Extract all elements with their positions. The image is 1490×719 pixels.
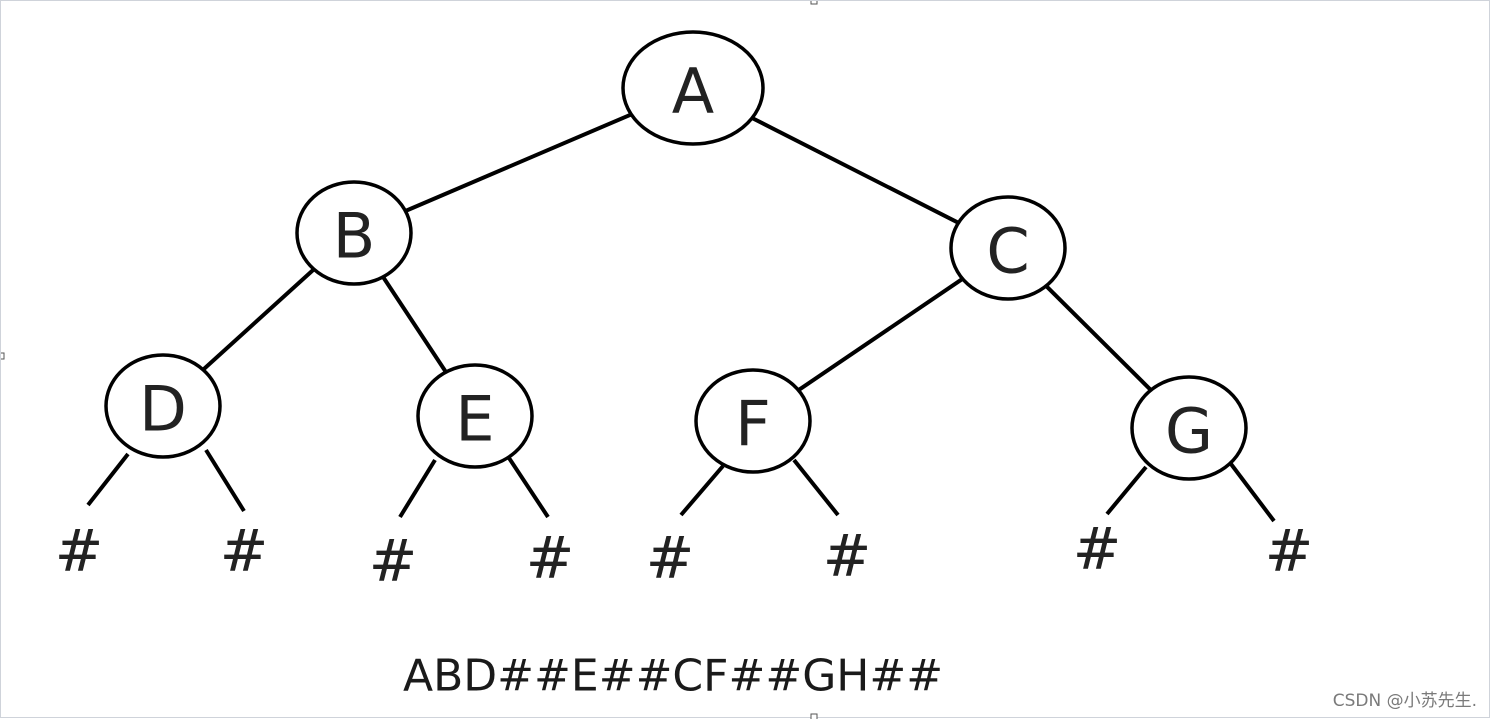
node-label-g: G	[1165, 395, 1213, 468]
node-circle-c	[949, 195, 1067, 301]
edge-c-g	[1044, 284, 1153, 392]
tree-edges	[201, 112, 1153, 392]
null-child-edges	[86, 448, 1276, 523]
node-e: E	[416, 363, 534, 469]
resize-handle-left[interactable]	[1, 352, 5, 360]
null-marker-g-right: #	[1265, 517, 1314, 585]
watermark: CSDN @小苏先生.	[1333, 691, 1477, 711]
edge-a-c	[751, 116, 960, 225]
null-edge-e-left	[398, 458, 437, 519]
tree-nodes: A B C D E F G	[104, 30, 1248, 481]
node-label-a: A	[672, 55, 714, 128]
node-label-f: F	[735, 388, 771, 461]
node-g: G	[1130, 375, 1248, 481]
null-edge-g-left	[1105, 465, 1148, 516]
resize-handle-top[interactable]	[810, 1, 818, 5]
node-circle-b	[295, 180, 413, 286]
edge-b-e	[381, 275, 448, 374]
node-c: C	[949, 195, 1067, 301]
node-label-d: D	[139, 373, 187, 446]
null-marker-e-left: #	[369, 527, 418, 595]
null-marker-f-right: #	[823, 522, 872, 590]
null-markers: # # # # # # # #	[55, 515, 1314, 595]
null-edge-d-right	[204, 448, 246, 513]
node-label-c: C	[986, 215, 1029, 288]
node-d: D	[104, 353, 222, 459]
null-edge-f-right	[792, 458, 840, 517]
edge-c-f	[797, 277, 964, 392]
node-circle-g	[1130, 375, 1248, 481]
null-marker-d-left: #	[55, 517, 104, 585]
node-circle-e	[416, 363, 534, 469]
node-circle-a	[621, 30, 765, 146]
node-circle-f	[694, 368, 812, 474]
node-f: F	[694, 368, 812, 474]
node-label-b: B	[333, 200, 376, 273]
node-label-e: E	[455, 383, 494, 456]
null-edge-f-left	[679, 464, 725, 517]
null-marker-e-right: #	[526, 524, 575, 592]
node-circle-d	[104, 353, 222, 459]
node-b: B	[295, 180, 413, 286]
null-edge-g-right	[1229, 462, 1276, 523]
null-marker-f-left: #	[646, 524, 695, 592]
null-marker-d-right: #	[220, 517, 269, 585]
preorder-sequence: ABD##E##CF##GH##	[403, 651, 943, 702]
null-marker-g-left: #	[1073, 515, 1122, 583]
edge-a-b	[404, 112, 633, 213]
null-edge-e-right	[507, 456, 550, 519]
null-edge-d-left	[86, 452, 130, 507]
edge-b-d	[201, 267, 316, 372]
node-a: A	[621, 30, 765, 146]
resize-handle-bottom[interactable]	[810, 713, 818, 719]
